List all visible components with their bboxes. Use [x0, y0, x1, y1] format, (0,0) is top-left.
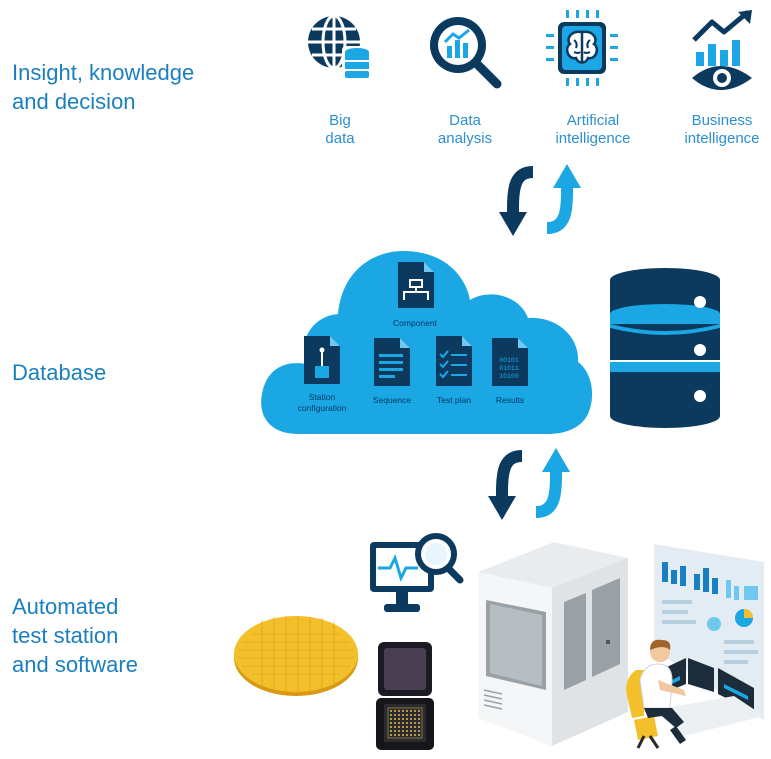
globe-database-icon: [308, 14, 372, 80]
database-cloud: Component Station configuration Sequence…: [261, 251, 593, 434]
station-label: Automated test station and software: [12, 594, 138, 677]
chip-socket-image: [376, 642, 434, 750]
sync-arrows-lower-icon: [488, 448, 570, 520]
data-analysis-caption: Data analysis: [437, 112, 493, 147]
test-station-cabinet-image: [478, 542, 628, 746]
operator-dashboard-image: [626, 544, 764, 749]
results-binary-2: 01011: [499, 365, 519, 372]
ai-caption: Artificial intelligence: [555, 112, 631, 147]
monitor-magnifier-icon: [370, 533, 464, 612]
sync-arrows-upper-icon: [499, 164, 581, 236]
sequence-label: Sequence: [373, 395, 412, 405]
chip-brain-icon: [546, 10, 618, 86]
station-configuration-label-2: configuration: [298, 403, 347, 413]
sequence-document-icon: [374, 338, 410, 386]
bi-caption: Business intelligence: [684, 112, 760, 147]
component-document-icon: [398, 262, 434, 308]
big-data-caption: Big data: [325, 112, 355, 147]
test-plan-label: Test plan: [437, 395, 471, 405]
results-binary-3: 10100: [499, 373, 519, 380]
results-label: Results: [496, 395, 524, 405]
test-plan-document-icon: [436, 336, 472, 386]
results-binary-1: 00101: [499, 357, 519, 364]
insight-label: Insight, knowledge and decision: [12, 60, 195, 114]
wafer-image: [234, 616, 358, 696]
database-stack-icon: [610, 268, 720, 428]
magnifier-chart-icon: [430, 17, 502, 89]
eye-chart-icon: [692, 10, 752, 90]
database-label: Database: [12, 360, 107, 385]
station-configuration-document-icon: [304, 336, 340, 384]
results-document-icon: [492, 338, 528, 386]
component-label: Component: [393, 318, 438, 328]
station-configuration-label-1: Station: [309, 392, 336, 402]
